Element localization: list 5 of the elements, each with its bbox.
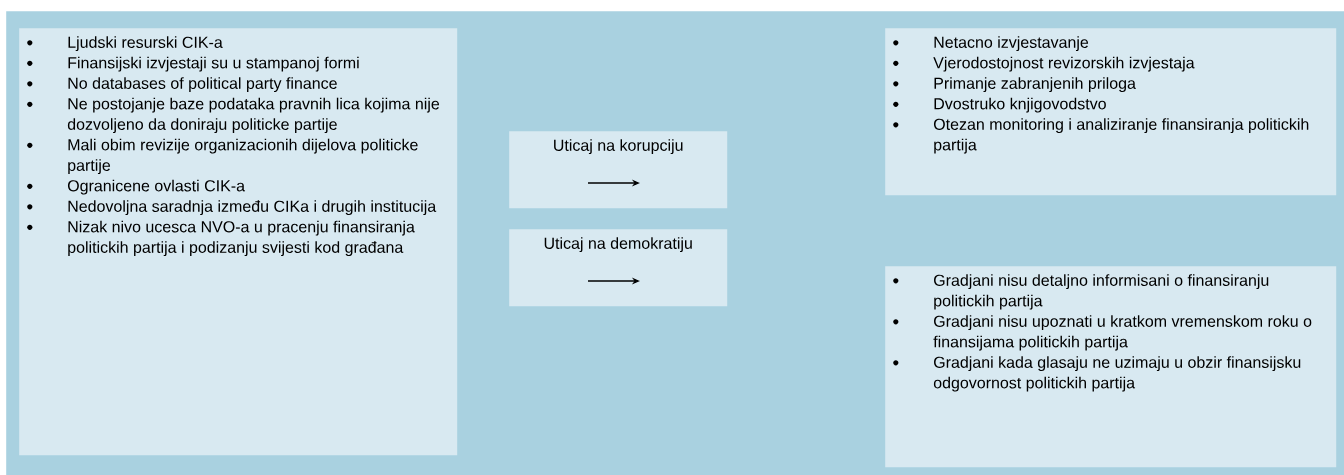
effect-box: Uticaj na demokratiju — [509, 229, 728, 307]
effect-box: Uticaj na korupciju — [509, 131, 728, 209]
bullet-list-box: Netacno izvjestavanje Vjerodostojnost revizorskih izvjestaja Primanje zabranjenih priloga Dvostruko knjigovodstvo Otezan monitoring i analiziranje finansiranja politickih partija — [885, 28, 1337, 196]
bullet-list-box: Gradjani nisu detaljno informisani o finansiranju politickih partija Gradjani nisu upoznati u kratkom vremenskom roku o finansijama politickih partija Gradjani kada glasaju ne uzimaju u obzir finansijsku odgovornost politickih partija — [885, 266, 1337, 468]
bullet-list-box: Ljudski resurski CIK-a Finansijski izvjestaji su u stampanoj formi No databases of political party finance Ne postojanje baze podataka pravnih lica kojima nije dozvoljeno da doniraju politicke partije Mali obim revizije organizacionih dijelova politicke partije Ogranicene ovlasti CIK-a Nedovoljna saradnja između CIKa i drugih institucija Nizak nivo ucesca NVO-a u pracenju finansiranja politickih partija i podizanju svijesti kod građana — [19, 28, 458, 456]
